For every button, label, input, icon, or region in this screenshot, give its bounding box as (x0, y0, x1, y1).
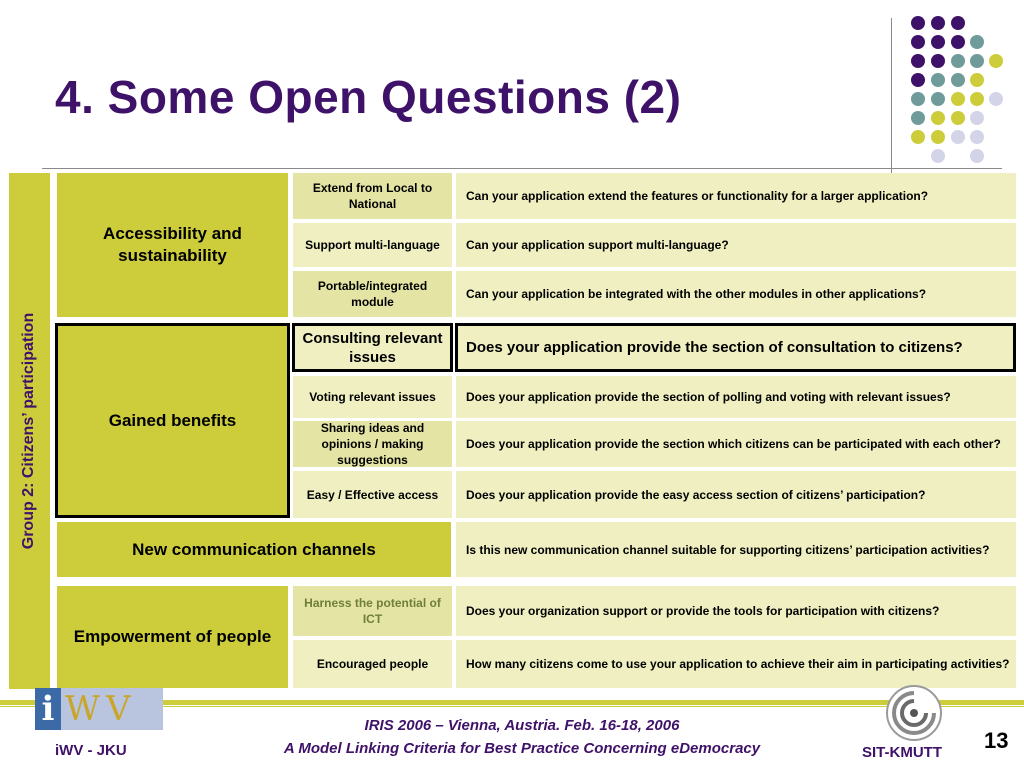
dot (989, 54, 1003, 68)
criterion-cell: Easy / Effective access (293, 471, 452, 518)
dot (951, 35, 965, 49)
footer-bar-thin (0, 706, 1024, 707)
criterion-cell: Encouraged people (293, 640, 452, 688)
question-cell: How many citizens come to use your appli… (456, 640, 1016, 688)
question-text: Does your organization support or provid… (466, 604, 940, 618)
iwv-logo-i: i (35, 688, 61, 730)
question-text: Is this new communication channel suitab… (466, 542, 990, 557)
criteria-table: Accessibility and sustainability Gained … (55, 173, 1016, 688)
sit-logo (884, 683, 944, 743)
group-cell-empowerment: Empowerment of people (57, 586, 288, 688)
dot (911, 16, 925, 30)
criterion-text: Easy / Effective access (306, 487, 439, 502)
dot (951, 92, 965, 106)
dot (951, 73, 965, 87)
dot (989, 92, 1003, 106)
dot (911, 54, 925, 68)
question-cell: Can your application extend the features… (456, 173, 1016, 219)
question-text: Can your application extend the features… (466, 189, 929, 203)
dot (931, 92, 945, 106)
dot (931, 35, 945, 49)
footer-conference: IRIS 2006 – Vienna, Austria. Feb. 16-18,… (364, 717, 680, 734)
criterion-text: Support multi-language (305, 238, 440, 252)
group-label: Accessibility and sustainability (103, 224, 242, 265)
group-label: New communication channels (132, 539, 376, 559)
decorative-dot-grid (0, 0, 1024, 170)
question-cell: Does your application provide the easy a… (456, 471, 1016, 518)
footer-left: iWV - JKU (55, 742, 127, 759)
criterion-text: Extend from Local to National (312, 181, 433, 211)
question-cell: Does your organization support or provid… (456, 586, 1016, 636)
criterion-text: Voting relevant issues (309, 390, 436, 404)
question-text: Does your application provide the sectio… (466, 437, 1001, 451)
footer-bar (0, 700, 1024, 705)
group-cell-gained-benefits: Gained benefits (55, 323, 290, 518)
slide-title: 4. Some Open Questions (2) (55, 71, 682, 123)
question-text: Can your application be integrated with … (466, 287, 927, 301)
dot (931, 130, 945, 144)
question-cell: Can your application support multi-langu… (456, 223, 1016, 267)
dot (970, 73, 984, 87)
question-text: How many citizens come to use your appli… (466, 657, 1010, 671)
criterion-text: Encouraged people (316, 657, 429, 671)
criterion-cell: Harness the potential of ICT (293, 586, 452, 636)
question-text: Does your application provide the easy a… (466, 487, 926, 502)
dot (911, 35, 925, 49)
question-cell: Is this new communication channel suitab… (456, 522, 1016, 577)
criterion-text: Sharing ideas and opinions / making sugg… (320, 421, 425, 467)
dot (951, 54, 965, 68)
dot (951, 130, 965, 144)
question-cell-highlighted: Does your application provide the sectio… (455, 323, 1016, 372)
question-cell: Does your application provide the sectio… (456, 421, 1016, 467)
group-side-bar: Group 2: Citizens’ participation (9, 173, 50, 689)
dot (970, 35, 984, 49)
dot (911, 73, 925, 87)
criterion-cell: Sharing ideas and opinions / making sugg… (293, 421, 452, 467)
criterion-cell: Support multi-language (293, 223, 452, 267)
dot (951, 111, 965, 125)
footer-right: SIT-KMUTT (862, 744, 942, 761)
dot (970, 111, 984, 125)
group-cell-new-channels: New communication channels (57, 522, 451, 577)
question-text: Can your application support multi-langu… (466, 238, 729, 252)
criterion-text: Harness the potential of ICT (304, 596, 441, 626)
sit-logo-icon (886, 685, 942, 741)
question-text: Does your application provide the sectio… (466, 339, 963, 356)
group-cell-accessibility: Accessibility and sustainability (57, 173, 288, 317)
dot (931, 149, 945, 163)
criterion-cell: Voting relevant issues (293, 376, 452, 418)
title-divider (42, 168, 1002, 169)
footer-paper-title: A Model Linking Criteria for Best Practi… (283, 740, 761, 757)
criterion-cell: Portable/integrated module (293, 271, 452, 317)
dot (970, 149, 984, 163)
dot (931, 16, 945, 30)
question-cell: Does your application provide the sectio… (456, 376, 1016, 418)
dot (931, 111, 945, 125)
dot (970, 130, 984, 144)
group-label: Gained benefits (108, 410, 237, 430)
question-text: Does your application provide the sectio… (466, 390, 951, 404)
criterion-text: Portable/integrated module (317, 279, 428, 309)
iwv-logo: i WV (35, 688, 163, 730)
question-cell: Can your application be integrated with … (456, 271, 1016, 317)
group-label: Empowerment of people (73, 627, 272, 646)
page-number: 13 (984, 728, 1009, 753)
dot (931, 54, 945, 68)
dot (911, 92, 925, 106)
vertical-divider (891, 18, 892, 185)
dot (970, 92, 984, 106)
dot (911, 111, 925, 125)
iwv-logo-wv: WV (65, 689, 137, 729)
dot (931, 73, 945, 87)
dot (951, 16, 965, 30)
dot (911, 130, 925, 144)
criterion-text: Consulting relevant issues (302, 329, 443, 366)
criterion-cell: Extend from Local to National (293, 173, 452, 219)
criterion-cell-highlighted: Consulting relevant issues (292, 323, 453, 372)
dot (970, 54, 984, 68)
